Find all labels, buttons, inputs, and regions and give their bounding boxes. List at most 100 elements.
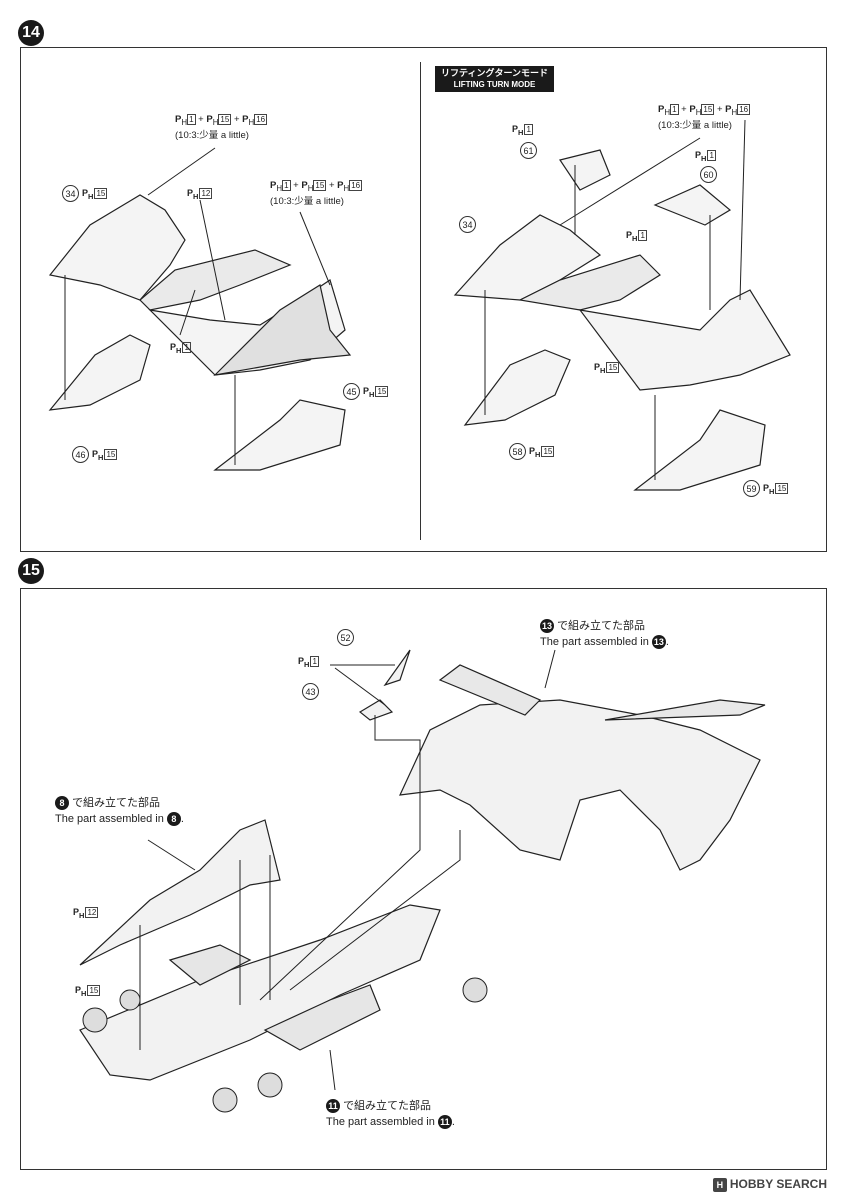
paint-ratio: (10:3:少量 a little) xyxy=(270,195,344,207)
step-15-number: 15 xyxy=(22,562,40,579)
ph-prefix: P xyxy=(512,124,519,134)
ph-prefix: P xyxy=(73,907,80,917)
step-ref-badge: 8 xyxy=(55,796,69,811)
part-34-left: 34 xyxy=(62,185,79,202)
paint-num: 16 xyxy=(254,114,268,125)
part-number: 58 xyxy=(512,446,523,457)
ph-prefix: P xyxy=(363,386,370,396)
paint-num: 1 xyxy=(282,180,291,191)
ph-num: 15 xyxy=(87,985,101,996)
part-number: 52 xyxy=(340,632,351,643)
ph-prefix: P xyxy=(337,180,344,191)
ph-prefix: P xyxy=(92,449,99,459)
part-34-right: 34 xyxy=(459,216,476,233)
ph-sub: H xyxy=(769,486,775,496)
paint-num: 1 xyxy=(670,104,679,115)
ph-num: 1 xyxy=(310,656,319,667)
step-15-chassis xyxy=(79,904,441,1081)
ph-prefix: P xyxy=(206,114,213,125)
ph-sub: H xyxy=(193,191,199,201)
part-number: 59 xyxy=(746,483,757,494)
ph-num: 1 xyxy=(638,230,647,241)
ph-num: 15 xyxy=(104,449,118,460)
wheel-right xyxy=(462,977,488,1003)
step-ref-badge: 13 xyxy=(540,619,554,634)
paint-num: 15 xyxy=(701,104,715,115)
mode-label-jp: リフティングターンモード xyxy=(441,68,549,78)
ph-sub: H xyxy=(88,191,94,201)
step-ref-badge: 11 xyxy=(437,1115,452,1130)
ph-num: 15 xyxy=(606,362,620,373)
step-15-cockpit xyxy=(79,819,281,966)
wheel-rear-center xyxy=(257,1072,283,1098)
part-46: 46 xyxy=(72,446,89,463)
left-wing-mid xyxy=(139,249,292,311)
ph-prefix: P xyxy=(298,656,305,666)
ph-prefix: P xyxy=(689,104,696,115)
ph-num: 12 xyxy=(85,907,99,918)
ph-prefix: P xyxy=(301,180,308,191)
part-43: 43 xyxy=(302,683,319,700)
left-wing-front xyxy=(48,194,186,301)
ph-num: 15 xyxy=(775,483,789,494)
ph-sub: H xyxy=(731,107,738,117)
ph-sub: H xyxy=(369,389,375,399)
ph-prefix: P xyxy=(270,180,277,191)
ph-sub: H xyxy=(212,117,219,127)
part-number: 46 xyxy=(75,449,86,460)
right-part-58 xyxy=(463,349,571,426)
part-number: 34 xyxy=(462,219,473,230)
ph-sub: H xyxy=(181,117,188,127)
ph-num: 1 xyxy=(707,150,716,161)
ph-sub: H xyxy=(518,127,524,137)
paint-num: 16 xyxy=(737,104,751,115)
part-60: 60 xyxy=(700,166,717,183)
ph-num: 15 xyxy=(94,188,108,199)
ph-sub: H xyxy=(307,183,314,193)
ph-prefix: P xyxy=(529,446,536,456)
left-part-46 xyxy=(48,334,151,411)
ph-sub: H xyxy=(701,153,707,163)
part-59: 59 xyxy=(743,480,760,497)
assembled-8-note: 8 で組み立てた部品 The part assembled in 8. xyxy=(55,796,184,827)
step-14-badge: 14 xyxy=(18,20,44,46)
lifting-turn-mode-label: リフティングターンモード LIFTING TURN MODE xyxy=(435,66,555,92)
part-number: 60 xyxy=(703,169,714,180)
left-part-45 xyxy=(213,399,346,471)
ph-num: 12 xyxy=(199,188,213,199)
step-14-number: 14 xyxy=(22,24,40,41)
assembled-13-note: 13 で組み立てた部品 The part assembled in 13. xyxy=(540,619,669,650)
step-ref-badge: 8 xyxy=(166,812,181,827)
paint-num: 16 xyxy=(349,180,363,191)
ph-prefix: P xyxy=(594,362,601,372)
right-part-60 xyxy=(653,184,732,226)
ph-prefix: P xyxy=(695,150,702,160)
assembled-en: The part assembled in xyxy=(55,813,164,825)
watermark-logo-icon: H xyxy=(712,1178,727,1192)
part-number: 43 xyxy=(305,686,316,697)
part-52: 52 xyxy=(337,629,354,646)
ph-sub: H xyxy=(79,910,85,920)
step-15-rear-wing xyxy=(604,699,766,721)
ph-sub: H xyxy=(276,183,283,193)
assembled-jp: で組み立てた部品 xyxy=(72,797,161,809)
assembled-en: The part assembled in xyxy=(540,636,649,648)
step-15-front-wing xyxy=(438,664,542,716)
ph-sub: H xyxy=(304,659,310,669)
ph-sub: H xyxy=(535,449,541,459)
ph-prefix: P xyxy=(658,104,665,115)
ph-num: 1 xyxy=(524,124,533,135)
part-43 xyxy=(358,699,394,721)
ph-prefix: P xyxy=(82,188,89,198)
